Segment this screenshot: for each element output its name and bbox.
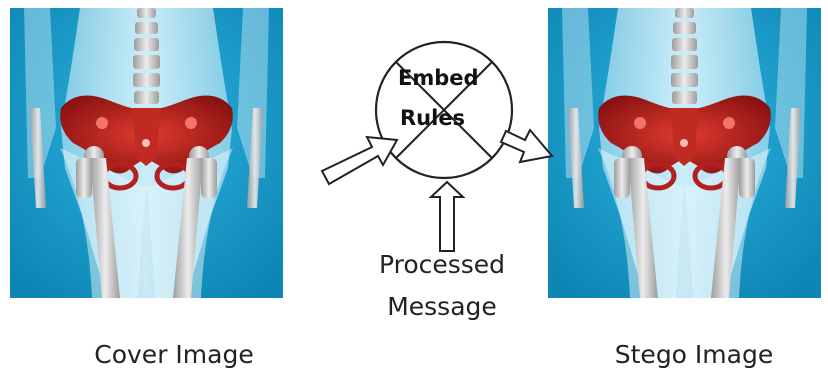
arrow-cover-to-embed xyxy=(322,137,397,184)
stego-image-caption: Stego Image xyxy=(574,340,814,369)
stego-image xyxy=(548,8,821,298)
arrow-embed-to-stego xyxy=(501,130,552,162)
embed-label: Embed xyxy=(398,66,479,90)
arrow-message-to-embed xyxy=(431,182,463,251)
message-label: Message xyxy=(342,287,542,327)
cover-image xyxy=(10,8,283,298)
rules-label: Rules xyxy=(400,106,465,130)
processed-label: Processed xyxy=(342,245,542,285)
cover-image-caption: Cover Image xyxy=(54,340,294,369)
